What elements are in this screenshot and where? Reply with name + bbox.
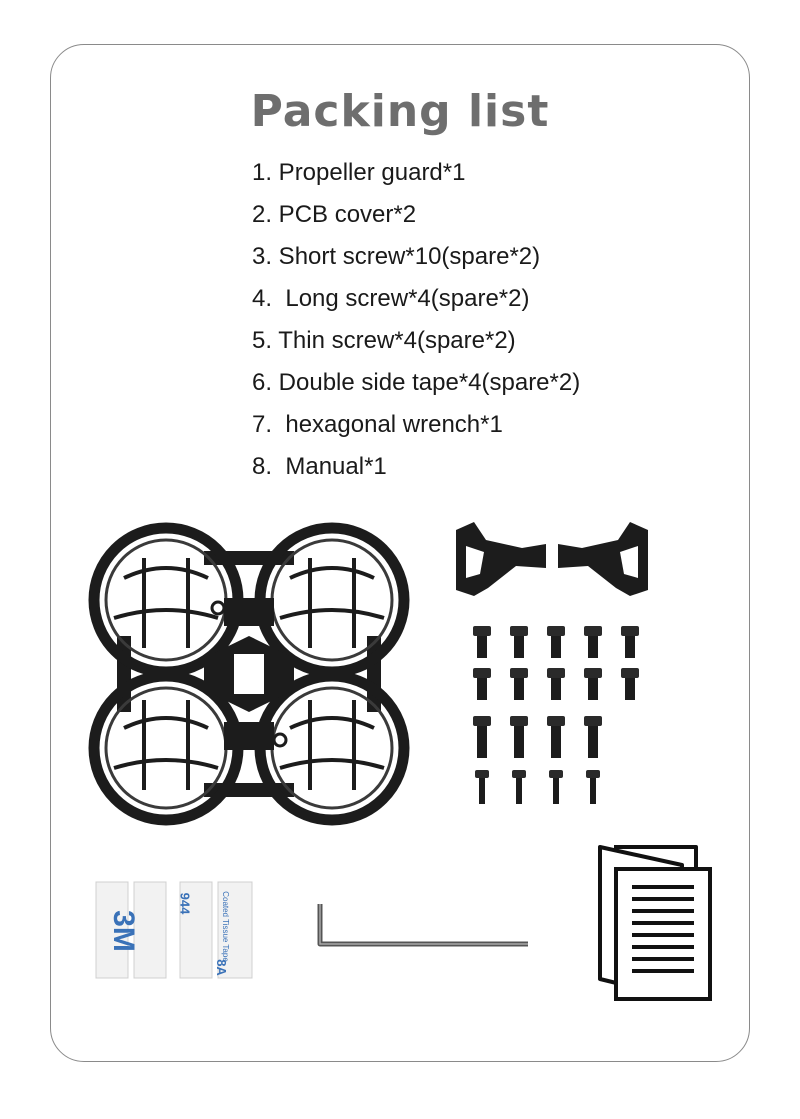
double-side-tape-image: 3M 944 8A Coated Tissue Tape — [94, 880, 254, 980]
list-item: 2. PCB cover*2 — [252, 201, 417, 228]
tape-code-label: 944 — [177, 892, 193, 915]
list-item: 8. Manual*1 — [252, 453, 387, 480]
propeller-guard-image — [88, 522, 410, 826]
list-item: 5. Thin screw*4(spare*2) — [252, 327, 516, 354]
tape-desc-label: Coated Tissue Tape — [220, 891, 230, 962]
list-item: 3. Short screw*10(spare*2) — [252, 243, 541, 270]
hexagonal-wrench-image — [317, 904, 528, 947]
list-item: 4. Long screw*4(spare*2) — [252, 285, 530, 312]
pcb-cover-image — [456, 522, 648, 596]
manual-icon — [598, 845, 712, 1001]
tape-brand-label: 3M — [106, 910, 140, 952]
page-title: Packing list — [250, 86, 550, 137]
list-item: 6. Double side tape*4(spare*2) — [252, 369, 581, 396]
packing-list: 1. Propeller guard*1 2. PCB cover*2 3. S… — [252, 156, 580, 492]
list-item: 7. hexagonal wrench*1 — [252, 411, 503, 438]
list-item: 1. Propeller guard*1 — [252, 159, 466, 186]
screws-image — [473, 626, 639, 804]
